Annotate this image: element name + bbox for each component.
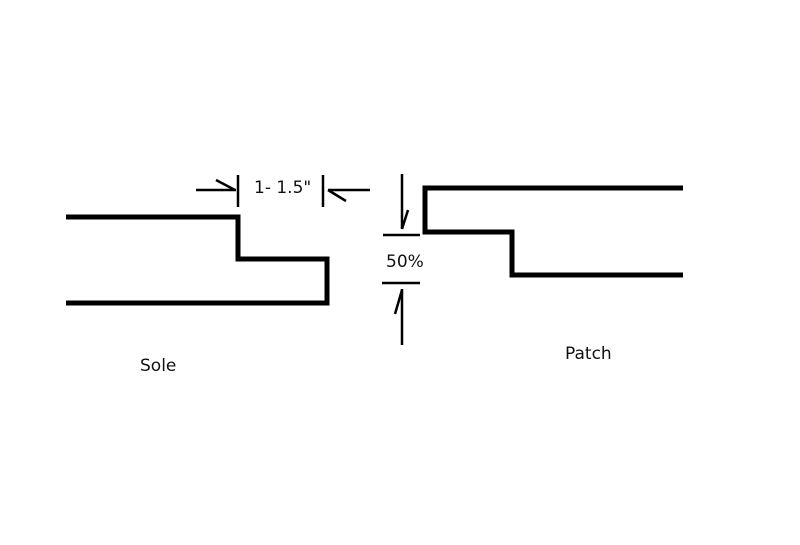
thickness-ratio-label: 50% <box>386 252 424 272</box>
overlap-dimension <box>196 175 370 207</box>
patch-profile <box>422 185 683 278</box>
thickness-dimension <box>382 174 420 345</box>
sole-label: Sole <box>140 356 176 376</box>
patch-label: Patch <box>565 344 612 364</box>
sole-profile <box>66 214 330 306</box>
overlap-length-label: 1- 1.5" <box>254 178 311 198</box>
